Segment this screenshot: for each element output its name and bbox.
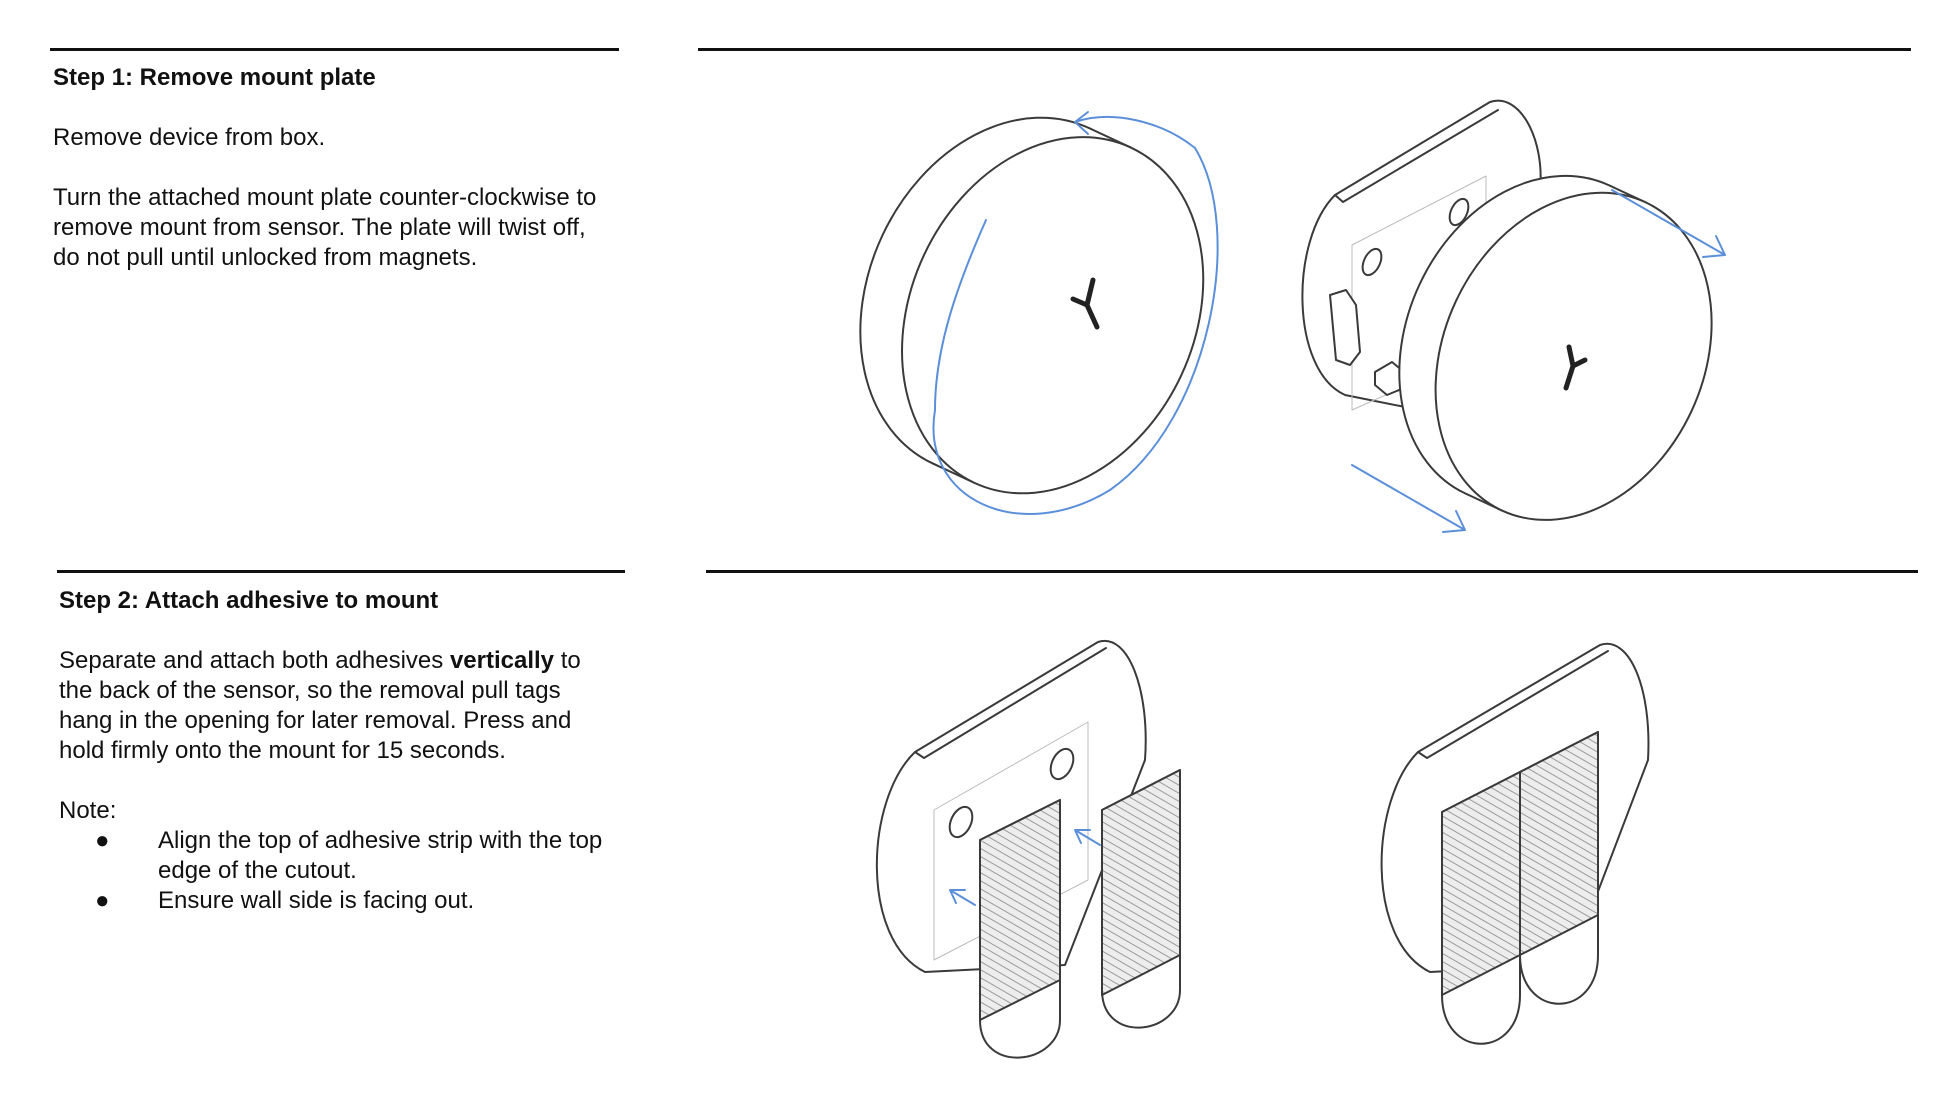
pull-direction-arrow-icon xyxy=(1351,189,1726,533)
note-item: ● Ensure wall side is facing out. xyxy=(59,886,619,916)
step2-paragraph-start: Separate and attach both adhesives xyxy=(59,647,450,674)
adhesive-strip-left xyxy=(1441,771,1521,996)
note-list: ● Align the top of adhesive strip with th… xyxy=(59,826,619,916)
note-item: ● Align the top of adhesive strip with th… xyxy=(59,826,619,886)
step2-illustration-rule xyxy=(706,570,1918,573)
counter-clockwise-arrow-icon xyxy=(932,111,1219,515)
mount-cutout-outline xyxy=(933,721,1089,961)
step1-text-rule xyxy=(50,48,619,51)
step1-paragraph-2: Turn the attached mount plate counter-cl… xyxy=(53,184,597,271)
note-label: Note: xyxy=(59,797,117,824)
step2-title: Step 2: Attach adhesive to mount xyxy=(59,587,439,614)
screw-hole-icon xyxy=(1361,247,1383,277)
screw-hole-icon xyxy=(1049,747,1075,781)
step2-paragraph-end: to the back of the sensor, so the remova… xyxy=(59,647,581,764)
sensor-front-face xyxy=(1434,191,1713,521)
mount-plate-edge xyxy=(1334,109,1499,203)
attach-direction-arrow-icon xyxy=(949,829,1101,906)
step2-paragraph-emphasis: vertically xyxy=(449,647,555,674)
adhesive-strip-right xyxy=(1101,769,1181,996)
adhesive-attached-illustration xyxy=(1380,642,1650,1045)
adhesive-strip-right xyxy=(1519,731,1599,956)
adhesive-strip-left xyxy=(979,799,1061,1021)
adhesive-separate-illustration xyxy=(875,639,1181,1059)
mount-plate-edge xyxy=(1417,650,1609,759)
screw-hole-icon xyxy=(1448,197,1470,227)
step1-paragraph-1: Remove device from box. xyxy=(53,124,326,151)
mount-latch xyxy=(1329,289,1361,366)
mount-separation-illustration xyxy=(1301,99,1726,533)
note-item-text: Ensure wall side is facing out. xyxy=(158,887,475,914)
step2-text: Step 2: Attach adhesive to mount Separat… xyxy=(59,586,619,916)
step1-text: Step 1: Remove mount plate Remove device… xyxy=(53,63,613,303)
screw-hole-icon xyxy=(948,805,974,839)
step2-paragraph: Separate and attach both adhesives verti… xyxy=(59,646,619,766)
step1-illustration-rule xyxy=(698,48,1911,51)
mount-plate-edge xyxy=(914,647,1107,759)
sensor-rotation-illustration xyxy=(859,111,1219,515)
mount-plate xyxy=(875,639,1147,973)
bullet-icon: ● xyxy=(95,827,110,854)
step2-text-rule xyxy=(57,570,625,573)
step1-title: Step 1: Remove mount plate xyxy=(53,64,376,91)
sensor-front-face xyxy=(901,136,1205,495)
note-item-text: Align the top of adhesive strip with the… xyxy=(158,827,603,884)
bullet-icon: ● xyxy=(95,887,110,914)
y-logo-icon xyxy=(1563,344,1588,391)
y-logo-icon xyxy=(1070,277,1100,330)
